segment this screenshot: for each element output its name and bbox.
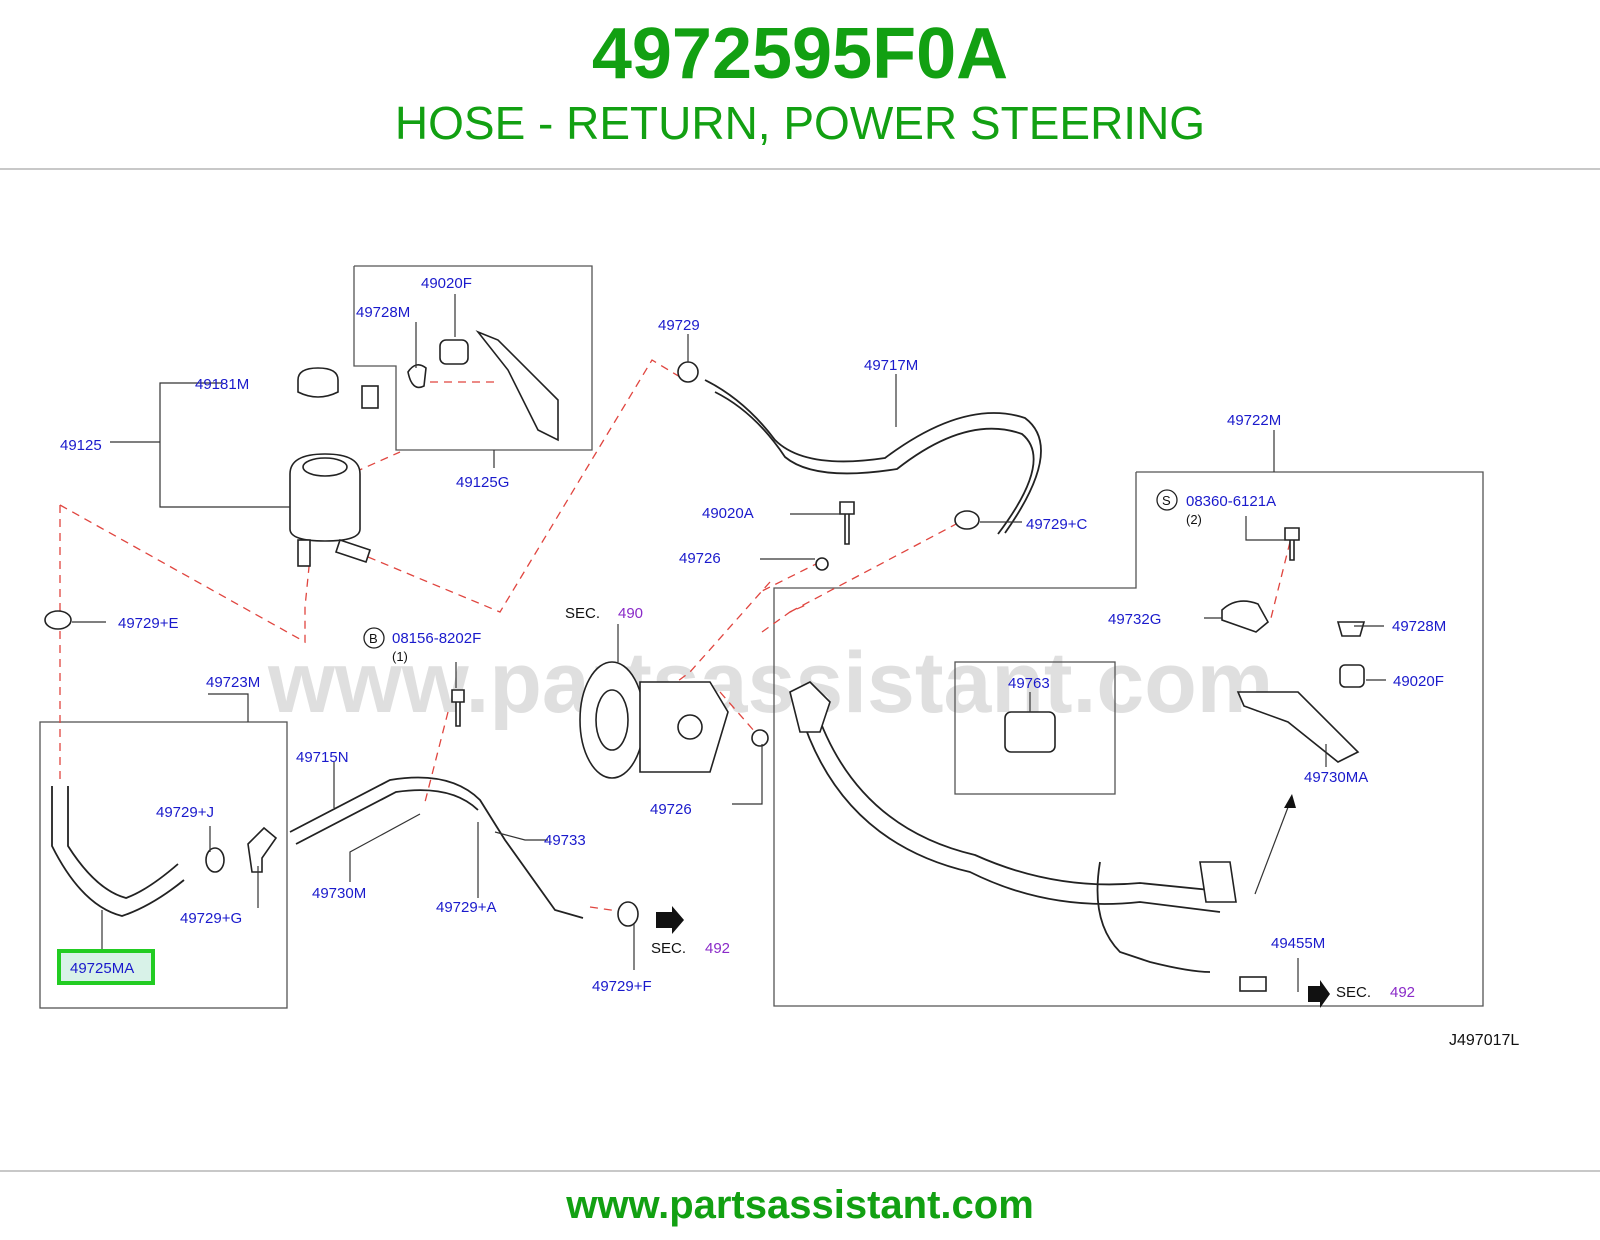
label-49722M[interactable]: 49722M (1227, 412, 1281, 429)
label-49730M[interactable]: 49730M (312, 885, 366, 902)
label-49729A[interactable]: 49729+A (436, 899, 496, 916)
page-header: 4972595F0A HOSE - RETURN, POWER STEERING (0, 0, 1600, 170)
label-49729C[interactable]: 49729+C (1026, 516, 1087, 533)
label-49729J[interactable]: 49729+J (156, 804, 214, 821)
assembly-lines (59, 359, 1291, 913)
label-08156-qty: (1) (392, 649, 408, 664)
label-08360-qty: (2) (1186, 512, 1202, 527)
bracket-drawing (407, 330, 559, 442)
label-49020A[interactable]: 49020A (702, 505, 754, 522)
part-description: HOSE - RETURN, POWER STEERING (394, 97, 1206, 149)
pressure-hose-box (773, 471, 1484, 1007)
label-sec-490-num[interactable]: 490 (618, 605, 643, 622)
label-49726-b[interactable]: 49726 (650, 801, 692, 818)
bracket-kit-box (353, 265, 593, 451)
label-49729E[interactable]: 49729+E (118, 615, 178, 632)
label-49715N[interactable]: 49715N (296, 749, 349, 766)
hose-kit-box (39, 721, 288, 1009)
switch-box (954, 661, 1116, 795)
arrow-sec-492-a (656, 906, 684, 934)
label-08360-6121A[interactable]: 08360-6121A (1186, 493, 1276, 510)
label-49020F-top[interactable]: 49020F (421, 275, 472, 292)
label-49455M[interactable]: 49455M (1271, 935, 1325, 952)
arrow-sec-492-b (1308, 980, 1330, 1008)
watermark-text: www.partsassistant.com (267, 635, 1273, 731)
label-49763[interactable]: 49763 (1008, 675, 1050, 692)
label-sec-492-b: SEC. (1336, 984, 1371, 1001)
tube-49715N-drawing (289, 776, 584, 919)
label-08156-8202F[interactable]: 08156-8202F (392, 630, 481, 647)
label-49732G[interactable]: 49732G (1108, 611, 1161, 628)
hose-49717M-edge (714, 391, 1035, 535)
label-49728M-right[interactable]: 49728M (1392, 618, 1446, 635)
symbol-s-circle (1156, 489, 1178, 511)
clamp-drawings (44, 361, 980, 927)
label-49125G[interactable]: 49125G (456, 474, 509, 491)
label-49729G[interactable]: 49729+G (180, 910, 242, 927)
symbol-b-circle (363, 627, 385, 649)
label-sec-492-b-num[interactable]: 492 (1390, 984, 1415, 1001)
bracket-49729G-drawing (247, 826, 278, 873)
leader-lines (72, 294, 1386, 992)
label-49729F[interactable]: 49729+F (592, 978, 652, 995)
label-49181M[interactable]: 49181M (195, 376, 249, 393)
label-49020F-right[interactable]: 49020F (1393, 673, 1444, 690)
diagram-svg: www.partsassistant.com (39, 265, 1519, 1049)
label-49730MA[interactable]: 49730MA (1304, 769, 1368, 786)
header-divider (0, 168, 1600, 170)
label-49717M[interactable]: 49717M (864, 357, 918, 374)
footer-url[interactable]: www.partsassistant.com (566, 1183, 1034, 1227)
hose-49717M-drawing (704, 379, 1042, 534)
label-sec-490: SEC. (565, 605, 600, 622)
pump-drawing (579, 661, 729, 779)
part-number-title: 4972595F0A (591, 14, 1009, 94)
label-sec-492-a: SEC. (651, 940, 686, 957)
symbol-s-letter: S (1162, 493, 1171, 508)
tube-49715N-edge (295, 789, 479, 845)
label-49725MA[interactable]: 49725MA (70, 960, 134, 977)
hose-49725MA-edge (67, 786, 179, 899)
bolt-drawings (451, 501, 1300, 727)
label-sec-492-a-num[interactable]: 492 (705, 940, 730, 957)
diagram-code: J497017L (1449, 1032, 1519, 1049)
highlight-box (57, 949, 155, 985)
label-49729[interactable]: 49729 (658, 317, 700, 334)
parts-diagram: www.partsassistant.com (0, 172, 1600, 1172)
hose-49725MA-drawing (51, 786, 185, 917)
label-49125[interactable]: 49125 (60, 437, 102, 454)
label-49726-a[interactable]: 49726 (679, 550, 721, 567)
label-49723M[interactable]: 49723M (206, 674, 260, 691)
label-49733[interactable]: 49733 (544, 832, 586, 849)
right-box-parts (1004, 600, 1366, 895)
pressure-hose-drawing (789, 681, 1267, 992)
footer-divider (0, 1170, 1600, 1172)
symbol-b-letter: B (369, 631, 378, 646)
reservoir-drawing (289, 367, 379, 567)
label-49728M-top[interactable]: 49728M (356, 304, 410, 321)
